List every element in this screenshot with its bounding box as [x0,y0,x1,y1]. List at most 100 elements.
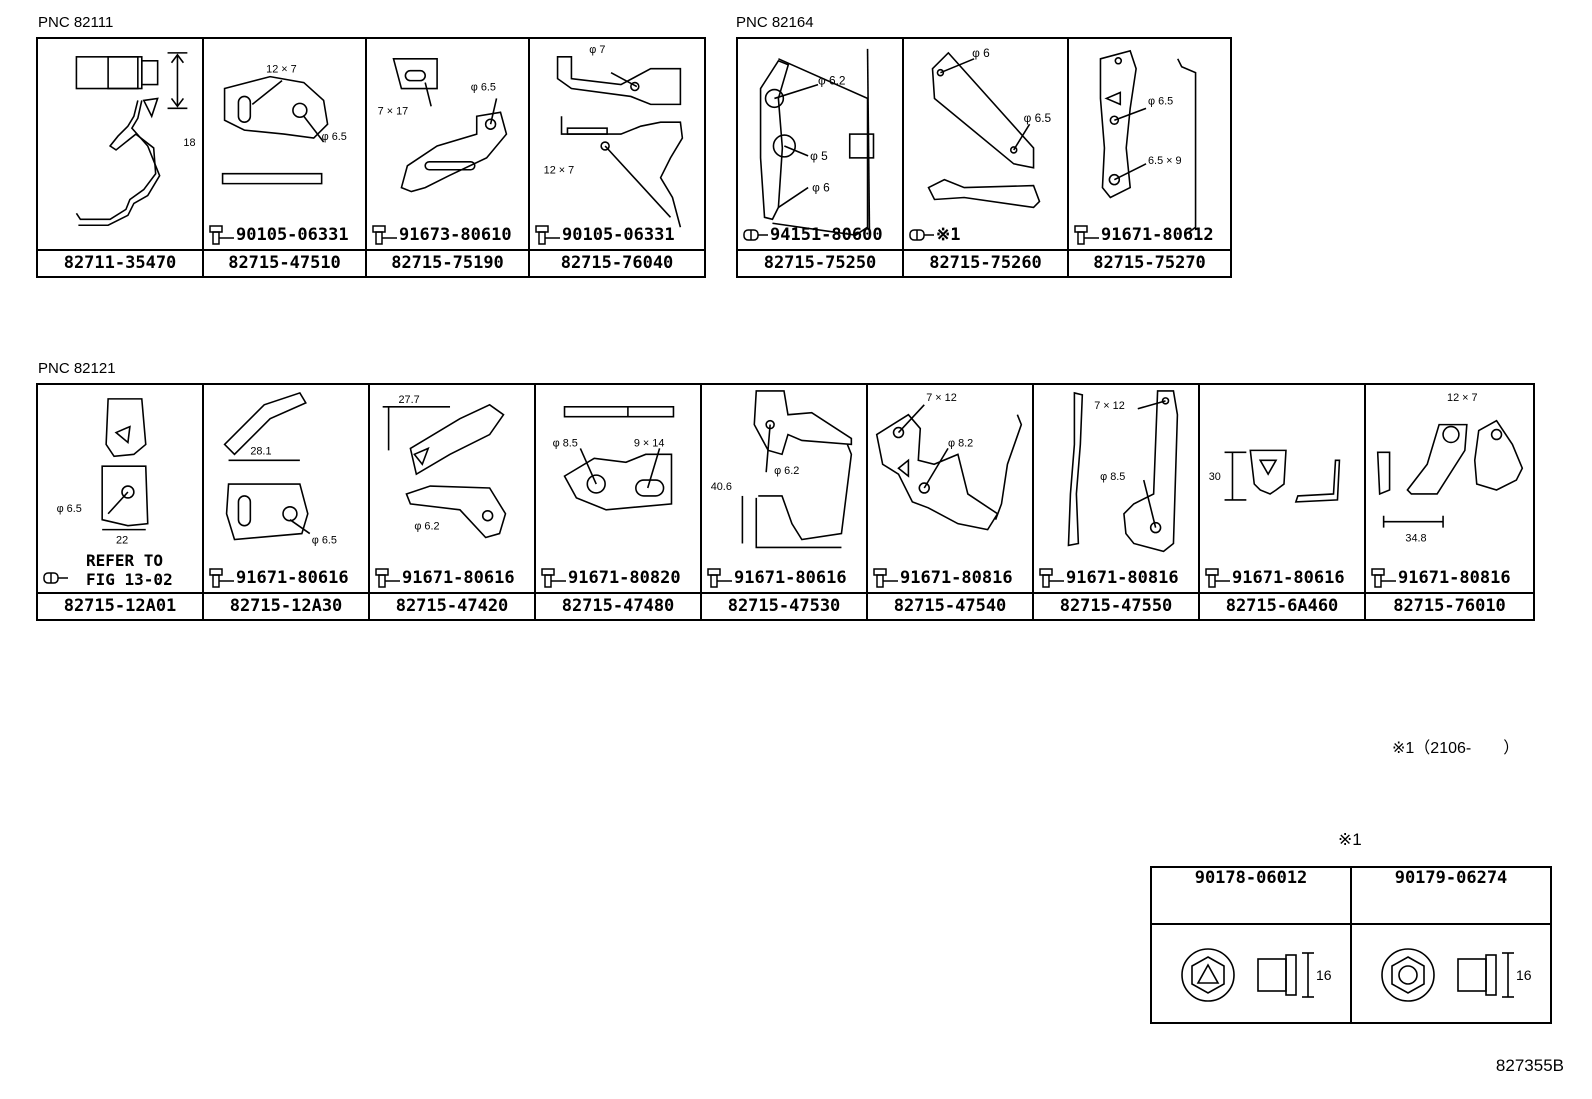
dim-label: 18 [183,137,195,149]
part-cell: φ 6.2 φ 5 φ 6 94151-80600 82715-75250 [738,39,904,276]
bolt-icon [372,225,397,245]
part-number[interactable]: 82715-75250 [738,249,902,276]
bolt-part-number[interactable]: ※1 [936,225,961,245]
nut-column: 90179-06274 16 [1352,868,1550,1022]
bolt-callout: 90105-06331 [534,224,702,246]
part-number[interactable]: 82715-75260 [904,249,1067,276]
dim-label: φ 8.5 [1100,471,1125,483]
bolt-part-number[interactable]: 91671-80820 [568,568,681,588]
bracket-drawing: 7 × 12 φ 8.2 [868,385,1032,593]
bolt-part-number[interactable]: 91671-80612 [1101,225,1214,245]
part-number[interactable]: 82715-76010 [1366,592,1533,619]
part-number[interactable]: 82715-6A460 [1200,592,1364,619]
part-cell: φ 7 12 × 7 90105-06331 82715-76040 [530,39,704,276]
part-number[interactable]: 82715-47550 [1034,592,1198,619]
bolt-part-number[interactable]: 91671-80816 [1066,568,1179,588]
nut-part-number[interactable]: 90179-06274 [1352,868,1550,925]
dim-label: 7 × 12 [926,392,957,404]
bolt-part-number[interactable]: 91671-80616 [734,568,847,588]
bolt-callout: 91671-80816 [1370,567,1531,589]
dim-label: φ 6.5 [1024,111,1052,125]
bracket-drawing: 7 × 12 φ 8.5 [1034,385,1198,593]
dim-label: 16 [1516,967,1532,983]
bolt-callout: 91673-80610 [371,224,526,246]
nut-part-number[interactable]: 90178-06012 [1152,868,1350,925]
part-number[interactable]: 82715-12A01 [38,592,202,619]
bracket-drawing: φ 6.2 φ 5 φ 6 [738,39,902,250]
bolt-part-number[interactable]: 91671-80616 [402,568,515,588]
bolt-icon [541,568,566,588]
nut-drawing: 16 [1152,925,1350,1022]
refer-note: REFER TO FIG 13-02 [86,551,173,589]
dim-label: 12 × 7 [1447,392,1478,404]
bolt-part-number[interactable]: 94151-80600 [770,225,883,245]
pnc-label-82121: PNC 82121 [38,360,116,377]
bolt-icon [375,568,400,588]
bolt-part-number[interactable]: 90105-06331 [562,225,675,245]
part-number[interactable]: 82711-35470 [38,249,202,276]
bracket-drawing: φ 6 φ 6.5 [904,39,1067,250]
bolt-icon [535,225,560,245]
part-cell: 18 82711-35470 [38,39,204,276]
part-cell: 28.1 φ 6.5 91671-80616 82715-12A30 [204,385,370,619]
bolt-callout: 91671-80616 [1204,567,1362,589]
bracket-drawing: 27.7 φ 6.2 [370,385,534,593]
bolt-callout: 91671-80816 [872,567,1030,589]
bracket-drawing: 18 [38,39,202,250]
part-number[interactable]: 82715-47480 [536,592,700,619]
bracket-drawing: φ 6.5 22 [38,385,202,593]
dim-label: φ 6.5 [471,82,496,94]
dim-label: φ 6.5 [57,503,82,515]
nut-triangle-icon [1196,963,1220,984]
part-number[interactable]: 82715-47420 [370,592,534,619]
part-cell: 7 × 12 φ 8.5 91671-80816 82715-47550 [1034,385,1200,619]
bracket-drawing: 28.1 φ 6.5 [204,385,368,593]
part-cell: φ 6 φ 6.5 ※1 82715-75260 [904,39,1069,276]
part-cell: 7 × 12 φ 8.2 91671-80816 82715-47540 [868,385,1034,619]
bolt-icon [707,568,732,588]
bracket-drawing: φ 8.5 9 × 14 [536,385,700,593]
part-cell: φ 6.2 40.6 91671-80616 82715-47530 [702,385,868,619]
part-cell: φ 6.5 22 REFER TO FIG 13-02 82715-12A01 [38,385,204,619]
bolt-callout: 91671-80616 [706,567,864,589]
bolt-icon [1205,568,1230,588]
part-number[interactable]: 82715-12A30 [204,592,368,619]
part-cell: 7 × 17 φ 6.5 91673-80610 82715-75190 [367,39,530,276]
bolt-part-number[interactable]: 91671-80616 [236,568,349,588]
dim-label: 30 [1209,471,1221,483]
part-number[interactable]: 82715-47510 [204,249,365,276]
nut-icon [909,229,934,241]
bolt-part-number[interactable]: 90105-06331 [236,225,349,245]
part-number[interactable]: 82715-76040 [530,249,704,276]
part-cell: φ 8.5 9 × 14 91671-80820 82715-47480 [536,385,702,619]
part-number[interactable]: 82715-47530 [702,592,866,619]
dim-label: 22 [116,534,128,546]
dim-label: φ 7 [589,44,605,56]
part-cell: 12 × 7 φ 6.5 90105-06331 82715-47510 [204,39,367,276]
part-number[interactable]: 82715-47540 [868,592,1032,619]
dim-label: φ 6.2 [774,465,799,477]
bracket-drawing: 30 [1200,385,1364,593]
bolt-part-number[interactable]: 91673-80610 [399,225,512,245]
note-table-title: ※1 [1338,830,1362,849]
bracket-drawing: 7 × 17 φ 6.5 [367,39,528,250]
bolt-part-number[interactable]: 91671-80816 [900,568,1013,588]
dim-label: 7 × 12 [1094,400,1125,412]
dim-label: 34.8 [1405,532,1426,544]
part-number[interactable]: 82715-75190 [367,249,528,276]
bolt-callout: 94151-80600 [742,224,900,246]
nut-drawing: 16 [1352,925,1550,1022]
bolt-icon [873,568,898,588]
dim-label: φ 8.2 [948,437,973,449]
dim-label: φ 6.5 [1148,95,1173,107]
bolt-callout: 91671-80612 [1073,224,1228,246]
dim-label: φ 6.5 [312,534,337,546]
bolt-part-number[interactable]: 91671-80816 [1398,568,1511,588]
nut-icon [43,572,68,584]
dim-label: 27.7 [399,394,420,406]
bolt-part-number[interactable]: 91671-80616 [1232,568,1345,588]
bolt-callout: 91671-80616 [374,567,532,589]
part-number[interactable]: 82715-75270 [1069,249,1230,276]
dim-label: 7 × 17 [378,105,409,117]
bolt-callout [42,567,82,589]
